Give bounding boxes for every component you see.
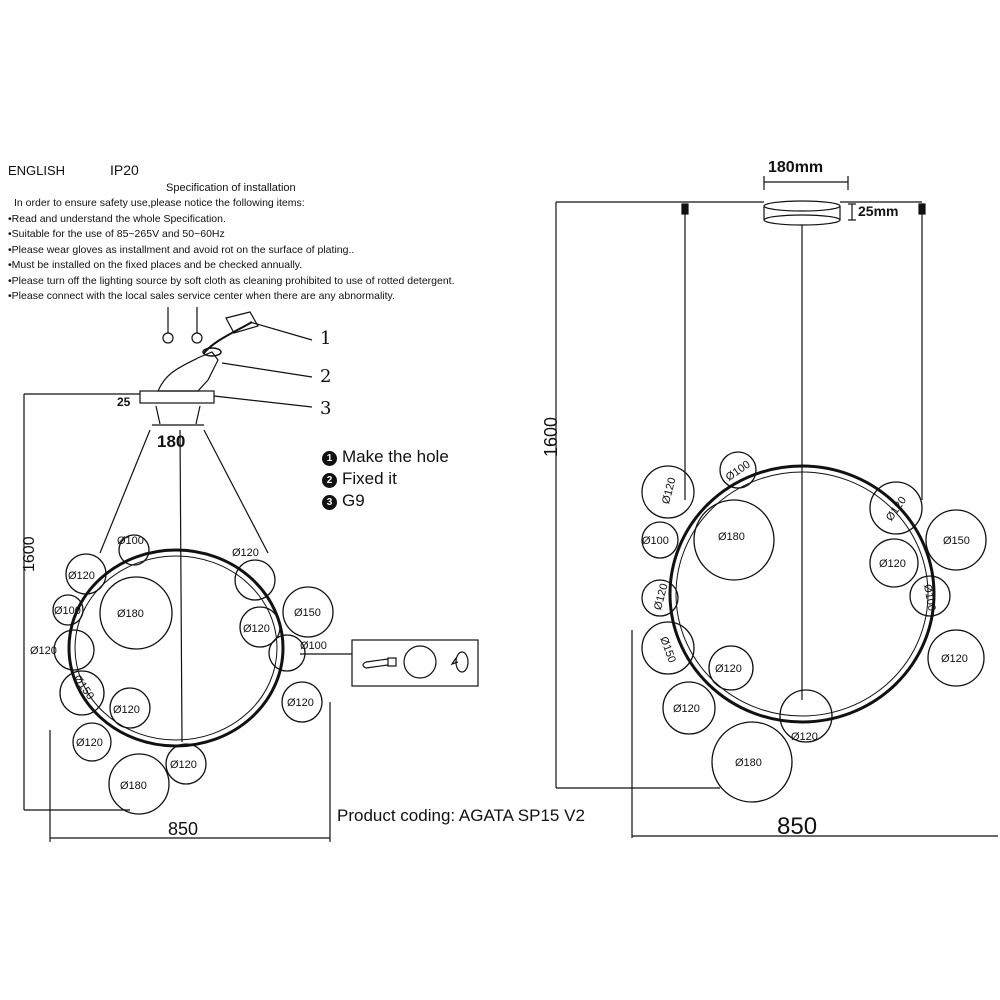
globe-label: Ø150: [71, 673, 96, 702]
step-item: 1 Make the hole: [322, 447, 449, 467]
globe-label: Ø150: [657, 635, 677, 664]
globe: [282, 586, 334, 638]
spec-line: In order to ensure safety use,please not…: [14, 197, 305, 209]
globe: [108, 753, 170, 815]
step-label: G9: [342, 491, 365, 510]
width-label: 850: [168, 819, 198, 839]
globe-label: Ø120: [76, 737, 103, 749]
spec-line: •Please connect with the local sales ser…: [8, 290, 395, 302]
globe: [53, 629, 95, 671]
callout-2: 2: [320, 366, 332, 387]
globe: [234, 559, 276, 601]
step-label: Make the hole: [342, 447, 449, 466]
globe-label: Ø120: [715, 663, 742, 675]
globe: [719, 451, 757, 489]
globe-label: Ø150: [294, 607, 321, 619]
height-label: 1600: [21, 536, 38, 572]
globe-label: Ø120: [68, 570, 95, 582]
globe-label: Ø120: [30, 645, 57, 657]
right-globes: [641, 451, 987, 803]
globe: [72, 722, 112, 762]
globe: [779, 689, 833, 743]
globe: [59, 670, 105, 716]
globe-label: Ø180: [718, 531, 745, 543]
globe-label: Ø120: [941, 653, 968, 665]
globe: [711, 721, 793, 803]
globe-label: Ø120: [673, 703, 700, 715]
globe-label: Ø120: [791, 731, 818, 743]
globe: [118, 534, 150, 566]
language-label: ENGLISH: [8, 163, 66, 178]
callout-3: 3: [320, 398, 332, 419]
globe: [869, 481, 923, 535]
globe-label: Ø180: [120, 780, 147, 792]
width-label: 850: [777, 813, 817, 840]
spec-line: •Read and understand the whole Specifica…: [8, 212, 226, 225]
globe: [693, 499, 775, 581]
globe-label: Ø180: [117, 608, 144, 620]
globe: [99, 576, 173, 650]
globe: [165, 743, 207, 785]
globe-label: Ø120: [243, 623, 270, 635]
globe-label: Ø120: [113, 704, 140, 716]
spec-list: In order to ensure safety use,please not…: [8, 196, 455, 305]
globe-label: Ø120: [884, 495, 909, 524]
globe-label: Ø180: [735, 757, 762, 769]
globe-label: Ø100: [642, 535, 669, 547]
globe-label: Ø100: [300, 640, 327, 652]
globe-label: Ø100: [724, 458, 753, 483]
spec-line: •Please wear gloves as installment and a…: [8, 243, 355, 256]
globe: [641, 521, 679, 559]
step-number: 2: [322, 473, 337, 488]
canopy-height-label: 25: [117, 395, 131, 409]
globe: [662, 681, 716, 735]
product-coding: Product coding: AGATA SP15 V2: [337, 806, 585, 825]
globe-label: Ø100: [54, 605, 81, 617]
globe: [239, 606, 281, 648]
globe-label: Ø120: [652, 582, 671, 611]
globe: [641, 579, 679, 617]
globe: [52, 594, 84, 626]
globe-label: Ø120: [170, 759, 197, 771]
mounting-hardware: [23, 176, 998, 842]
step-item: 3 G9: [322, 491, 449, 511]
canopy-width-label: 180: [157, 432, 185, 451]
globe: [268, 634, 306, 672]
spec-line: •Suitable for the use of 85~265V and 50~…: [8, 228, 225, 240]
ip-rating: IP20: [110, 162, 139, 178]
globe: [708, 645, 754, 691]
globe-label: Ø120: [232, 547, 259, 559]
globe: [641, 621, 695, 675]
globe-label: Ø100: [117, 535, 144, 547]
globe-label: Ø120: [660, 476, 679, 505]
step-number: 1: [322, 451, 337, 466]
canopy-width-label: 180mm: [768, 159, 823, 176]
globe: [641, 465, 695, 519]
globe: [927, 629, 985, 687]
globe-label: Ø120: [287, 697, 314, 709]
spec-title: Specification of installation: [166, 182, 296, 194]
globe: [281, 681, 323, 723]
globe: [109, 687, 151, 729]
globe-label: Ø120: [879, 558, 906, 570]
step-label: Fixed it: [342, 469, 397, 488]
callout-1: 1: [320, 328, 332, 349]
step-item: 2 Fixed it: [322, 469, 449, 489]
spec-line: •Please turn off the lighting source by …: [8, 274, 455, 287]
globe: [869, 538, 919, 588]
install-steps: 1 Make the hole 2 Fixed it 3 G9: [322, 447, 449, 513]
spec-line: •Must be installed on the fixed places a…: [8, 259, 303, 271]
globe: [925, 509, 987, 571]
globe-label: Ø100: [921, 583, 937, 612]
step-number: 3: [322, 495, 337, 510]
canopy-height-label: 25mm: [858, 203, 898, 219]
height-label: 1600: [541, 417, 561, 457]
globe: [909, 575, 951, 617]
left-globes: [52, 534, 334, 815]
globe-label: Ø150: [943, 535, 970, 547]
globe: [65, 553, 107, 595]
